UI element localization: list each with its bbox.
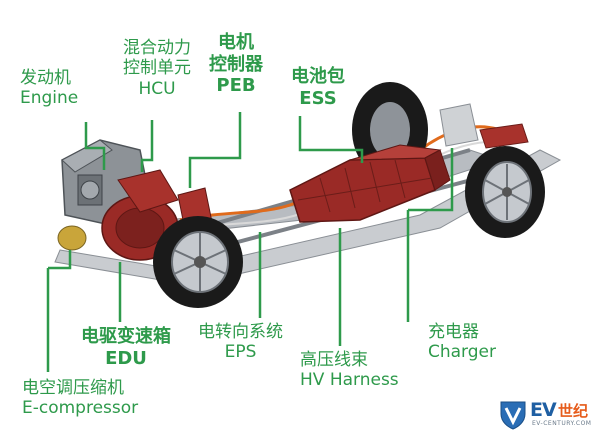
label-edu: 电驱变速箱 EDU [70,326,182,369]
label-e-compressor: 电空调压缩机 E-compressor [22,378,138,419]
label-charger-en: Charger [428,342,496,363]
label-hcu: 混合动力 控制单元 HCU [102,38,212,99]
label-ess-cn: 电池包 [291,66,345,87]
logo-brand: EV [530,399,557,421]
label-e-compressor-en: E-compressor [22,398,139,419]
logo-brand-cn: 世纪 [558,402,589,420]
compressor-unit [57,225,87,251]
logo-emblem-icon [500,401,526,430]
label-peb-en: PEB [216,75,256,97]
label-ess-en: ESS [299,87,337,109]
ev-century-logo: EV 世纪 EV-CENTURY.COM [498,396,594,432]
battery-pack [289,144,451,223]
label-charger-cn: 充电器 [428,322,479,342]
label-e-compressor-cn: 电空调压缩机 [22,378,124,398]
logo-site: EV-CENTURY.COM [532,420,592,427]
leader-lines [46,112,454,372]
label-edu-en: EDU [105,347,147,369]
leader-charger-top [408,148,454,212]
label-peb-cn: 电机 控制器 [209,32,263,75]
leader-ess [298,116,364,163]
label-eps: 电转向系统 EPS [198,322,283,363]
label-hv-harness: 高压线束 HV Harness [300,350,399,391]
edu-unit [101,169,179,261]
leader-peb [188,112,242,188]
label-hv-harness-cn: 高压线束 [300,350,368,370]
label-hv-harness-en: HV Harness [300,370,399,391]
leader-hcu [140,120,154,172]
label-edu-cn: 电驱变速箱 [81,326,171,347]
rear-right-wheel [465,146,545,238]
front-wheel [153,216,243,308]
leader-engine [84,122,106,170]
label-engine: 发动机 Engine [20,68,78,109]
label-ess: 电池包 ESS [282,66,354,109]
label-engine-cn: 发动机 [20,68,71,88]
label-eps-cn: 电转向系统 [198,322,283,342]
leader-e-compressor-top [48,250,72,270]
label-eps-en: EPS [224,342,257,363]
label-hcu-en: HCU [138,78,176,99]
label-charger: 充电器 Charger [428,322,496,363]
label-hcu-cn: 混合动力 控制单元 [123,38,191,79]
label-peb: 电机 控制器 PEB [200,32,272,97]
charger-unit [439,103,529,149]
label-engine-en: Engine [20,88,79,109]
